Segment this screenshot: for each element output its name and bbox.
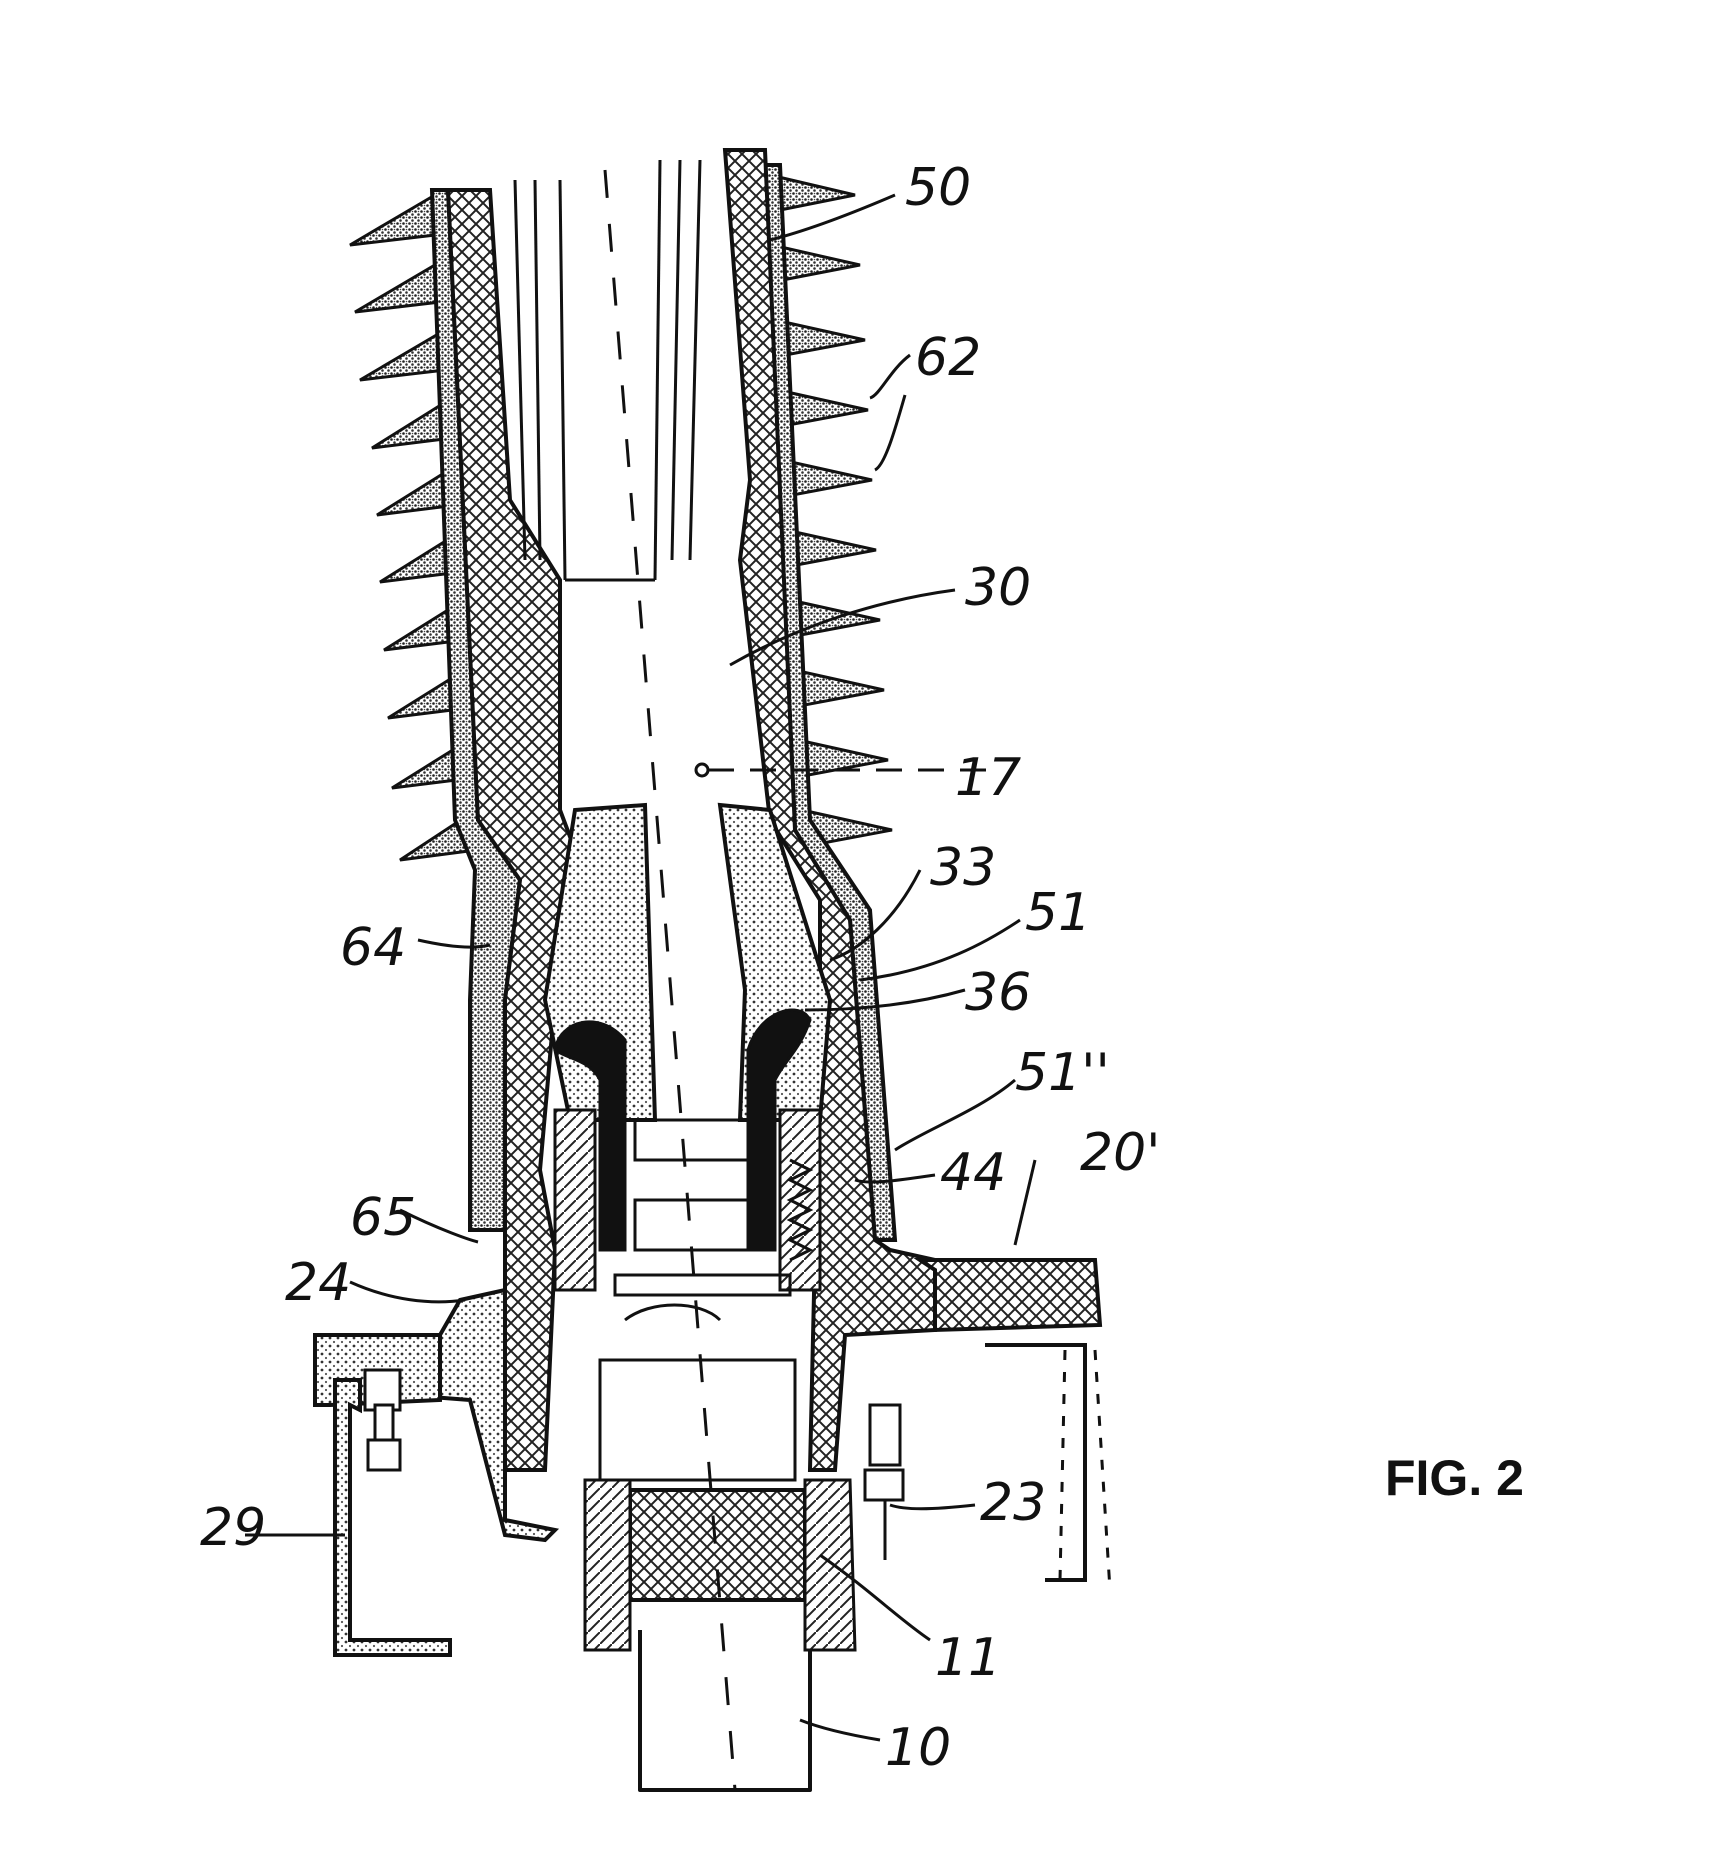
- label-23: 23: [980, 1473, 1046, 1533]
- label-51pp: 51'': [1015, 1043, 1110, 1103]
- shed-right: [794, 670, 884, 707]
- label-44: 44: [940, 1143, 1006, 1203]
- inner-conductor-tube: [515, 160, 700, 580]
- bolt-right: [865, 1405, 903, 1560]
- label-11: 11: [935, 1628, 1001, 1688]
- figure-title: FIG. 2: [1385, 1450, 1524, 1506]
- conductor-bottom: [640, 1630, 810, 1790]
- label-50: 50: [905, 158, 971, 218]
- label-33: 33: [930, 838, 996, 898]
- point-17-marker: [696, 764, 708, 776]
- label-29: 29: [200, 1498, 266, 1558]
- shed-left: [360, 330, 445, 380]
- label-36: 36: [965, 963, 1031, 1023]
- flange-right: [920, 1260, 1100, 1330]
- clamp-right: [805, 1480, 855, 1650]
- clamp-left: [585, 1480, 630, 1650]
- label-20p: 20': [1080, 1123, 1160, 1183]
- label-30: 30: [965, 558, 1031, 618]
- label-64: 64: [340, 918, 406, 978]
- housing-wall-right: [985, 1345, 1085, 1580]
- label-51: 51: [1025, 883, 1091, 943]
- shed-left: [350, 195, 435, 245]
- label-24: 24: [285, 1253, 351, 1313]
- label-62: 62: [915, 328, 981, 388]
- bolt-left: [365, 1370, 400, 1470]
- label-17: 17: [955, 748, 1021, 808]
- label-65: 65: [350, 1188, 416, 1248]
- label-10: 10: [885, 1718, 951, 1778]
- shed-left: [355, 262, 440, 312]
